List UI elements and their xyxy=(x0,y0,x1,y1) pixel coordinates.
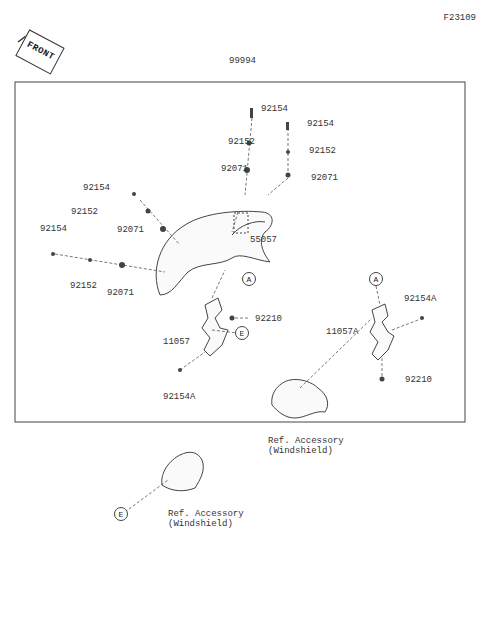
callout-number: 92154 xyxy=(261,104,288,114)
callout-number: 11057A xyxy=(326,327,358,337)
windshield xyxy=(156,211,272,295)
callout-number: 55057 xyxy=(250,235,277,245)
figure-number: F23109 xyxy=(444,13,476,23)
callout-number: 92154 xyxy=(40,224,67,234)
leader-lines xyxy=(55,118,418,512)
callout-number: 92152 xyxy=(228,137,255,147)
node-text: A xyxy=(247,275,252,284)
callout-number: 11057 xyxy=(163,337,190,347)
callout-number: 92071 xyxy=(221,164,248,174)
callout-number: 92152 xyxy=(70,281,97,291)
front-badge: FRONT xyxy=(15,29,65,74)
callout-number: 92152 xyxy=(309,146,336,156)
windshield-ref xyxy=(272,379,328,418)
reference-note: Ref. Accessory (Windshield) xyxy=(268,436,352,456)
reference-circle: E xyxy=(235,326,249,340)
callout-number: 92154 xyxy=(83,183,110,193)
reference-note: Ref. Accessory (Windshield) xyxy=(168,509,252,529)
node-text: A xyxy=(374,275,379,284)
callout-number: 92071 xyxy=(311,173,338,183)
callout-number: 92071 xyxy=(117,225,144,235)
callout-number: 99994 xyxy=(229,56,256,66)
callout-number: 92152 xyxy=(71,207,98,217)
reference-circle: E xyxy=(114,507,128,521)
node-text: E xyxy=(119,510,124,519)
callout-number: 92210 xyxy=(255,314,282,324)
callout-number: 92210 xyxy=(405,375,432,385)
callout-number: 92154 xyxy=(307,119,334,129)
mount-area xyxy=(234,213,248,233)
bracket xyxy=(202,298,228,356)
callout-number: 92071 xyxy=(107,288,134,298)
node-text: E xyxy=(240,329,245,338)
bracket xyxy=(370,304,394,360)
callout-number: 92154A xyxy=(163,392,195,402)
reference-circle: A xyxy=(369,272,383,286)
callout-number: 92154A xyxy=(404,294,436,304)
frame-border xyxy=(15,82,465,422)
windshield-ref xyxy=(162,452,204,490)
node-text: FRONT xyxy=(25,41,55,63)
reference-circle: A xyxy=(242,272,256,286)
fasteners xyxy=(51,108,424,382)
